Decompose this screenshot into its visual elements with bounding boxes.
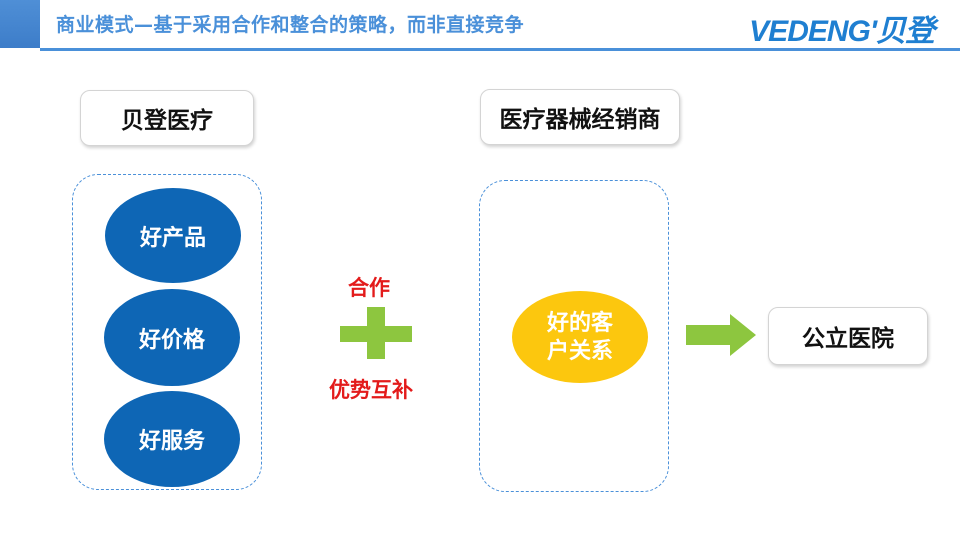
ellipse-customer-relations-line2: 户关系 <box>546 339 613 364</box>
right-dashed-panel <box>479 180 669 492</box>
page-title: 商业模式—基于采用合作和整合的策略，而非直接竞争 <box>56 14 525 36</box>
arrow-right-icon <box>686 314 756 356</box>
ellipse-customer-relations: 好的客 户关系 <box>512 291 648 383</box>
ellipse-good-service-text: 好服务 <box>138 429 205 454</box>
header-divider <box>40 48 960 51</box>
plus-icon <box>340 307 412 359</box>
ellipse-customer-relations-line1: 好的客 <box>546 311 613 336</box>
ellipse-good-product-text: 好产品 <box>139 225 206 251</box>
label-vedeng-medical-text: 贝登医疗 <box>121 108 213 134</box>
ellipse-good-price-text: 好价格 <box>138 327 205 353</box>
ellipse-good-price: 好价格 <box>104 289 240 386</box>
complementary-text: 优势互补 <box>329 378 413 402</box>
ellipse-good-product: 好产品 <box>105 188 241 283</box>
label-distributor: 医疗器械经销商 <box>480 89 680 145</box>
brand-logo: VEDENG'贝登 <box>749 15 935 48</box>
header-corner-tab <box>0 0 40 48</box>
label-public-hospital-text: 公立医院 <box>802 326 894 352</box>
label-vedeng-medical: 贝登医疗 <box>80 90 254 146</box>
label-public-hospital: 公立医院 <box>768 307 928 365</box>
label-distributor-text: 医疗器械经销商 <box>499 107 661 133</box>
ellipse-good-service: 好服务 <box>104 391 240 487</box>
left-dashed-panel <box>72 174 262 490</box>
cooperation-text: 合作 <box>348 276 390 300</box>
